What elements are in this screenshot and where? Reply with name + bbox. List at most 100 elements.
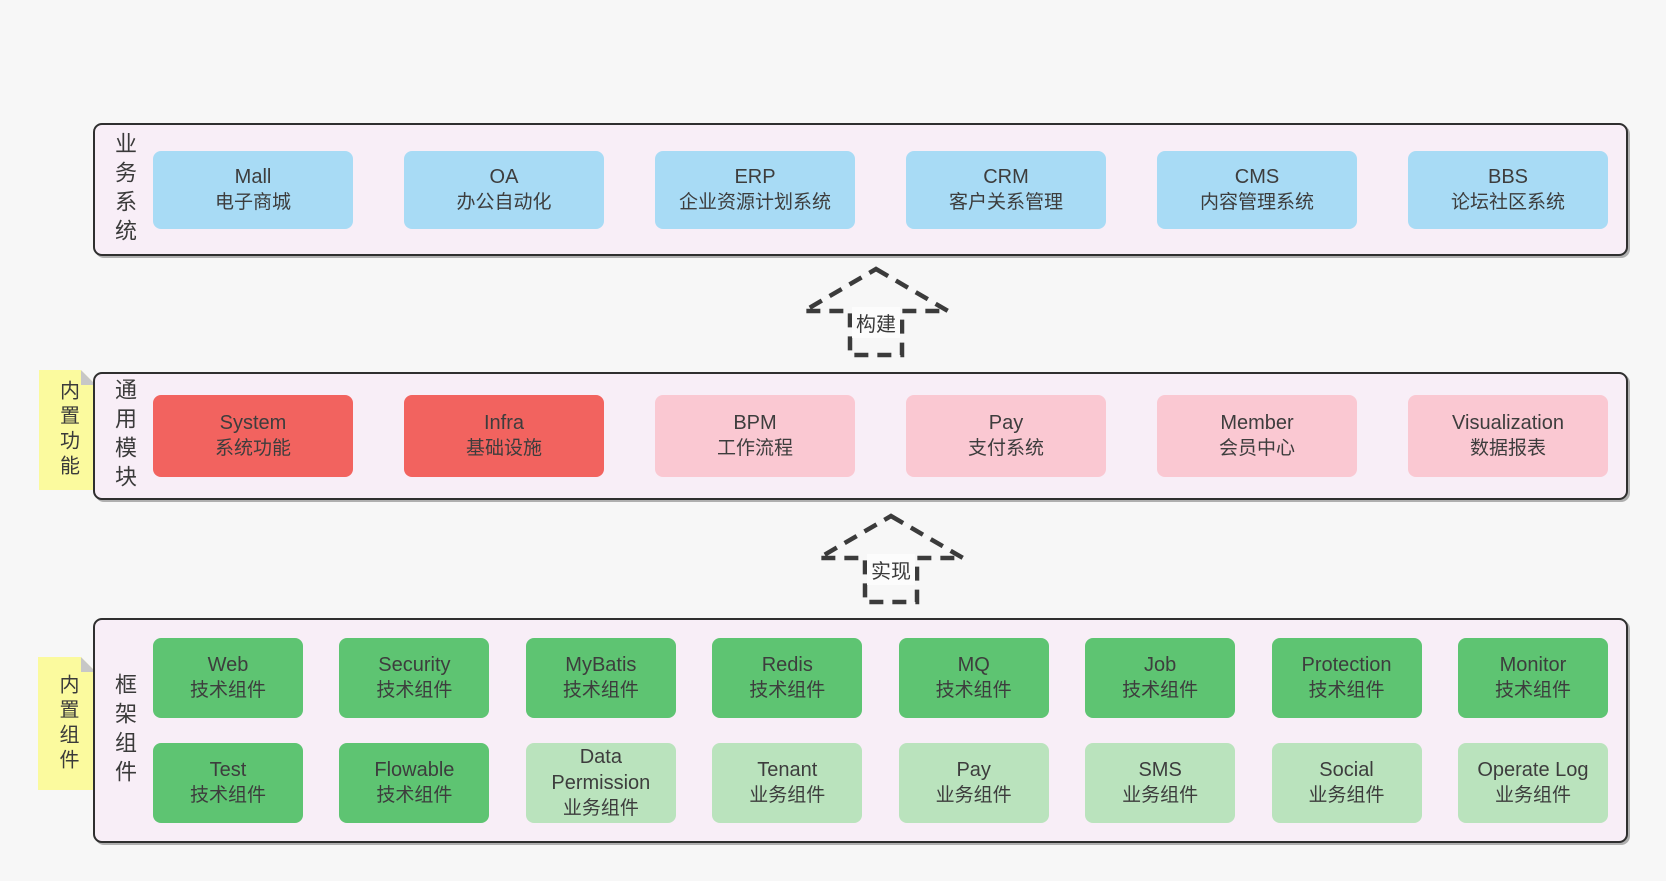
section-label: 通用模块 [112,378,137,494]
box-test: Test 技术组件 [153,743,303,823]
box-name: Security [378,654,451,676]
box-desc: 工作流程 [716,438,793,459]
box-desc: 业务组件 [935,785,1012,806]
box-crm: CRM 客户关系管理 [906,150,1106,229]
box-desc: 客户关系管理 [948,191,1063,213]
box-mall: Mall 电子商城 [153,150,353,229]
box-oa: OA 办公自动化 [404,150,604,229]
box-desc: 技术组件 [376,785,453,806]
box-monitor: Monitor 技术组件 [1457,638,1608,718]
box-desc: 系统功能 [214,438,291,459]
section-body: Mall 电子商城 OA 办公自动化 ERP 企业资源计划系统 CRM 客户关系… [153,125,1626,254]
box-desc: 会员中心 [1218,438,1295,459]
section-label-wrap: 业务系统 [95,125,153,254]
box-security: Security 技术组件 [339,638,490,718]
box-name: Tenant [757,759,818,781]
box-system: System 系统功能 [153,395,353,477]
arrow-implement-label: 实现 [867,554,915,585]
box-desc: 技术组件 [562,680,639,701]
up-arrow-icon [795,266,957,358]
box-row: Test 技术组件 Flowable 技术组件 Data Permission … [153,743,1608,823]
section-label: 框架组件 [112,672,137,789]
box-protection: Protection 技术组件 [1271,638,1422,718]
box-name: Redis [761,654,813,676]
section-common-modules: 通用模块 System 系统功能 Infra 基础设施 BPM 工作流程 Pay… [93,372,1628,500]
box-desc: 论坛社区系统 [1450,191,1565,213]
box-name: Data Permission [551,746,651,794]
up-arrow-icon [810,513,972,605]
box-name: Visualization [1452,412,1564,434]
box-desc: 业务组件 [562,798,639,819]
sticky-note-label: 内置功能 [56,380,79,480]
box-name: CRM [983,165,1029,188]
box-name: Web [207,654,249,676]
box-name: Operate Log [1477,759,1589,781]
section-business-systems: 业务系统 Mall 电子商城 OA 办公自动化 ERP 企业资源计划系统 CRM… [93,123,1628,256]
box-operate-log: Operate Log 业务组件 [1457,743,1608,823]
sticky-note-label: 内置组件 [56,673,78,774]
box-name: CMS [1234,165,1280,188]
box-desc: 技术组件 [189,785,266,806]
box-name: ERP [734,165,776,188]
box-name: SMS [1138,759,1182,781]
box-desc: 技术组件 [189,680,266,701]
box-desc: 支付系统 [967,438,1044,459]
box-desc: 业务组件 [1122,785,1199,806]
box-web: Web 技术组件 [153,638,303,718]
box-member: Member 会员中心 [1157,395,1357,477]
folded-corner-icon [81,657,96,672]
arrow-build-label: 构建 [852,307,900,338]
box-desc: 技术组件 [376,680,453,701]
box-desc: 技术组件 [1122,680,1199,701]
box-desc: 技术组件 [935,680,1012,701]
box-desc: 内容管理系统 [1199,191,1314,213]
box-mybatis: MyBatis 技术组件 [525,638,676,718]
box-name: Pay [988,412,1024,434]
section-label-wrap: 通用模块 [95,374,153,498]
box-desc: 基础设施 [465,438,542,459]
box-social: Social 业务组件 [1271,743,1422,823]
section-body: System 系统功能 Infra 基础设施 BPM 工作流程 Pay 支付系统… [153,374,1626,498]
box-pay-biz: Pay 业务组件 [898,743,1049,823]
box-desc: 业务组件 [1494,785,1571,806]
box-pay: Pay 支付系统 [906,395,1106,477]
box-mq: MQ 技术组件 [898,638,1049,718]
section-framework-components: 框架组件 Web 技术组件 Security 技术组件 MyBatis 技术组件… [93,618,1628,843]
sticky-note-built-in-components: 内置组件 [38,657,96,790]
box-name: BBS [1487,165,1529,188]
box-name: Test [209,759,247,781]
box-bpm: BPM 工作流程 [655,395,855,477]
box-visualization: Visualization 数据报表 [1408,395,1608,477]
box-row: Web 技术组件 Security 技术组件 MyBatis 技术组件 Redi… [153,638,1608,718]
section-label-wrap: 框架组件 [95,620,153,841]
box-name: MyBatis [565,654,637,676]
box-cms: CMS 内容管理系统 [1157,150,1357,229]
box-desc: 技术组件 [749,680,826,701]
arrow-build: 构建 [794,261,958,361]
section-body: Web 技术组件 Security 技术组件 MyBatis 技术组件 Redi… [153,620,1626,841]
box-name: Job [1143,654,1177,676]
box-name: Monitor [1499,654,1567,676]
box-row: Mall 电子商城 OA 办公自动化 ERP 企业资源计划系统 CRM 客户关系… [153,150,1608,229]
box-desc: 业务组件 [749,785,826,806]
box-sms: SMS 业务组件 [1085,743,1236,823]
box-desc: 企业资源计划系统 [678,191,831,213]
box-erp: ERP 企业资源计划系统 [655,150,855,229]
box-name: Infra [483,412,525,434]
box-name: Member [1220,412,1294,434]
box-tenant: Tenant 业务组件 [712,743,863,823]
folded-corner-icon [81,370,96,385]
box-redis: Redis 技术组件 [712,638,863,718]
box-flowable: Flowable 技术组件 [339,743,490,823]
box-name: Flowable [374,759,455,781]
box-name: Protection [1301,654,1392,676]
box-job: Job 技术组件 [1085,638,1236,718]
box-name: Mall [234,165,272,188]
box-desc: 业务组件 [1308,785,1385,806]
box-row: System 系统功能 Infra 基础设施 BPM 工作流程 Pay 支付系统… [153,395,1608,477]
arrow-implement: 实现 [809,508,973,608]
box-infra: Infra 基础设施 [404,395,604,477]
box-desc: 数据报表 [1469,438,1546,459]
box-desc: 技术组件 [1308,680,1385,701]
box-desc: 办公自动化 [456,191,552,213]
